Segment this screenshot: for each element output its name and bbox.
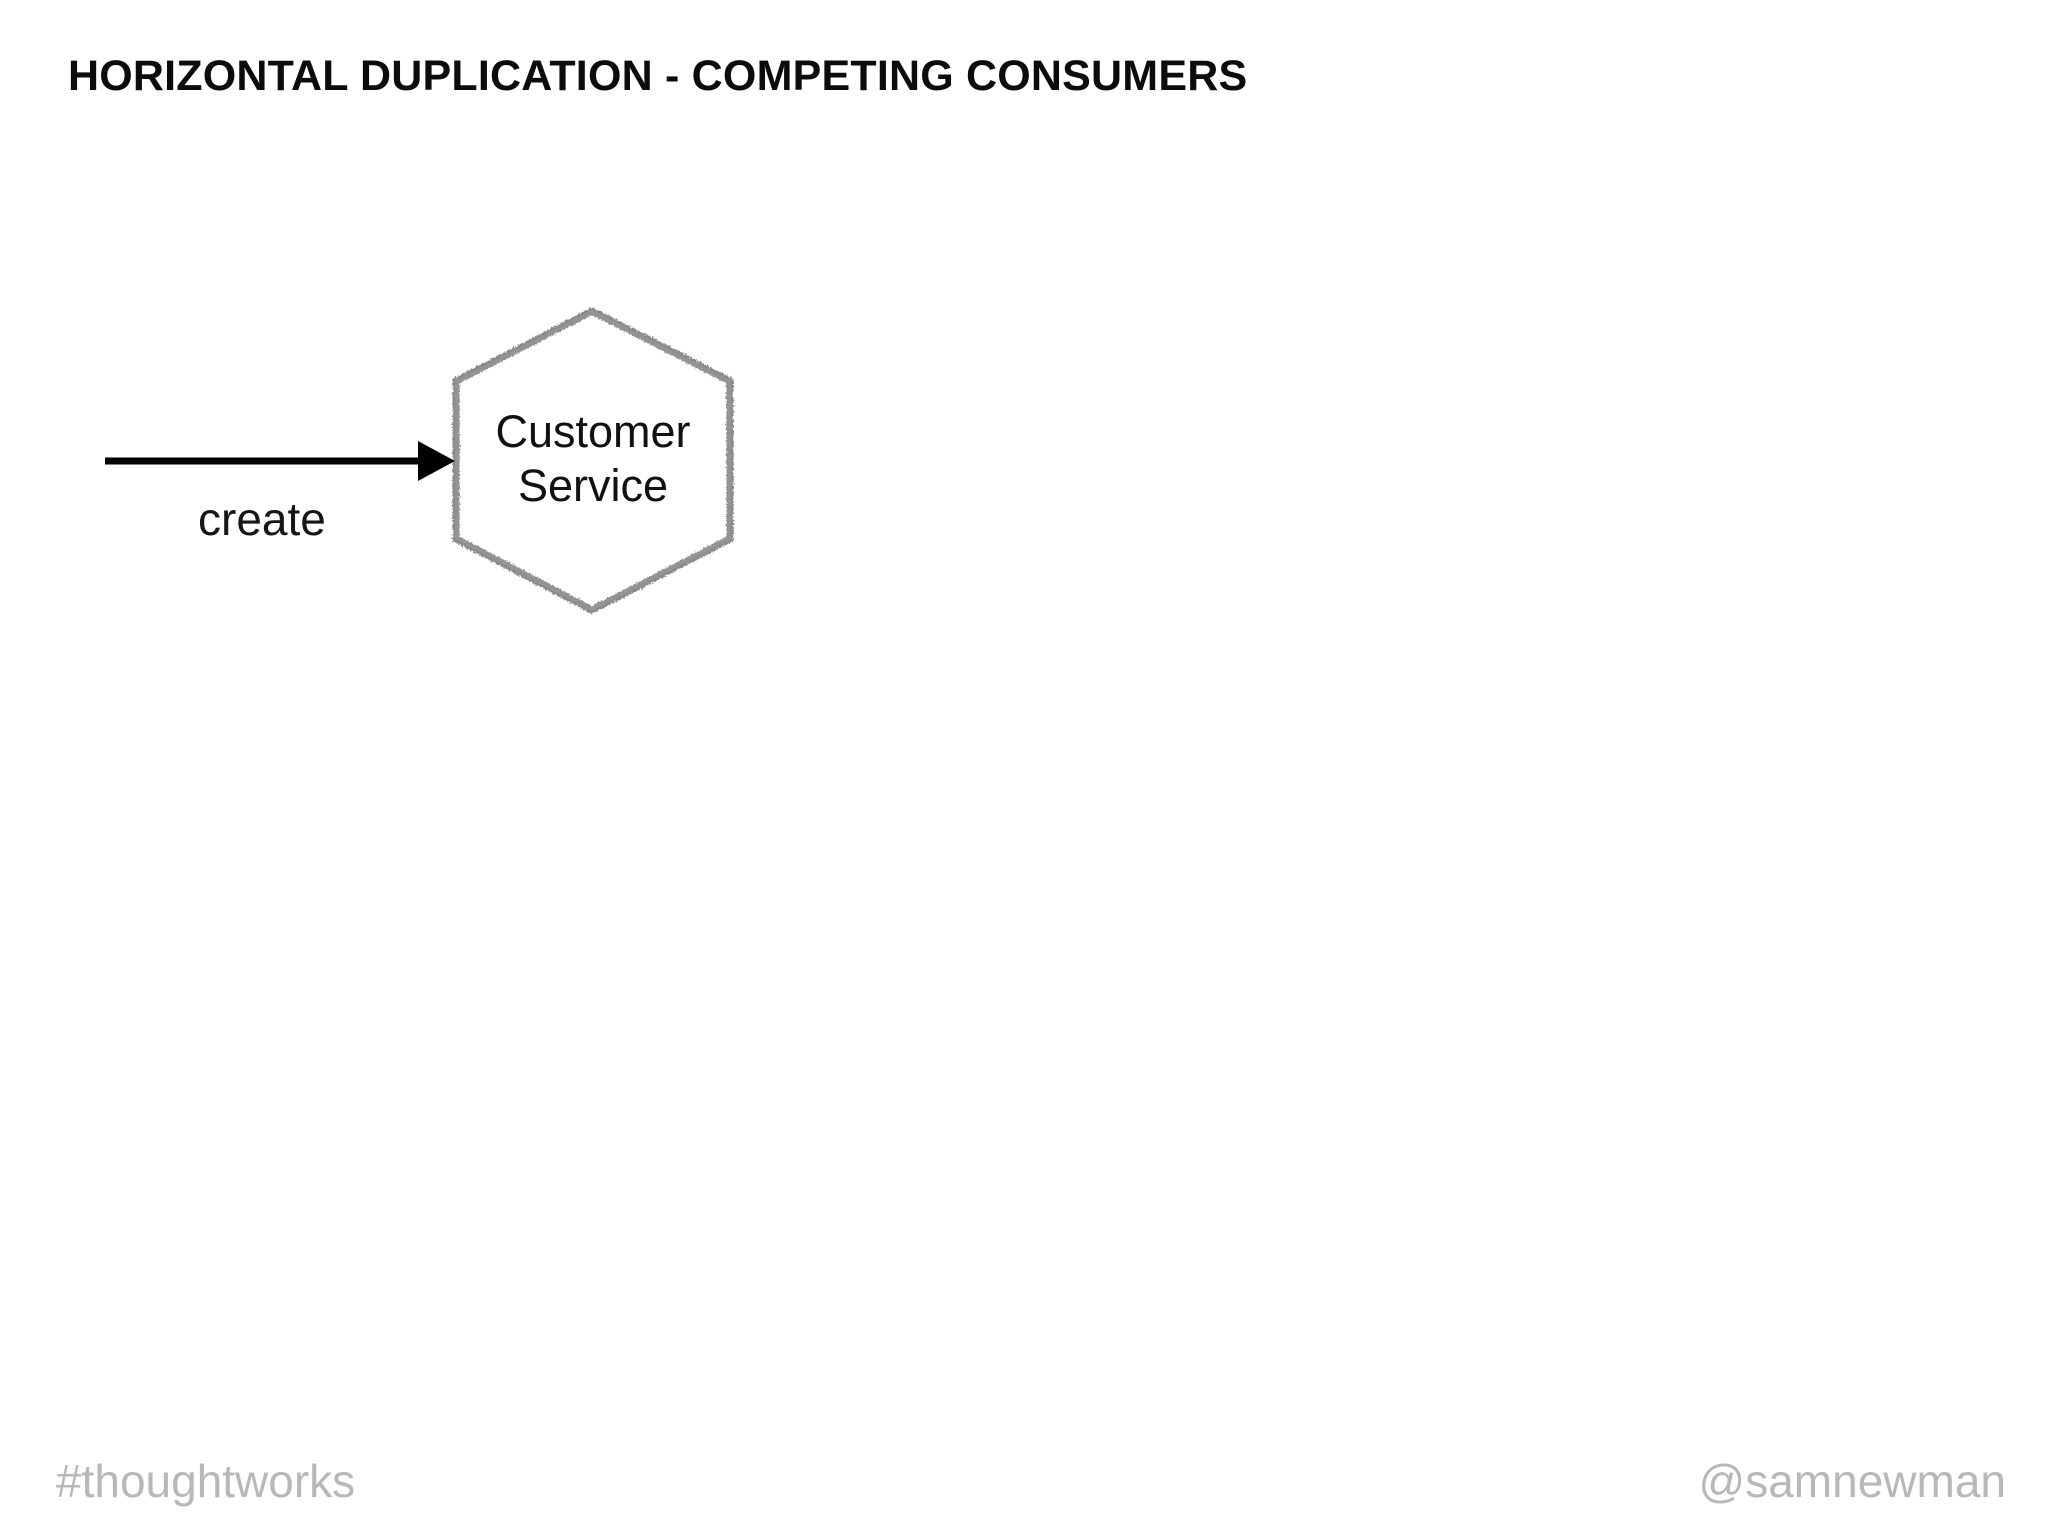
edge-create[interactable]	[105, 441, 455, 481]
page-title: HORIZONTAL DUPLICATION - COMPETING CONSU…	[68, 52, 1248, 100]
node-label-line-1: Customer	[495, 406, 691, 457]
node-customer-service[interactable]	[452, 307, 734, 614]
hexagon-fill	[456, 311, 730, 610]
node-label-customer-service: Customer Service	[455, 405, 731, 513]
hexagon-outline-overlay	[455, 309, 731, 612]
footer-handle: @samnewman	[1698, 1455, 2006, 1507]
footer-hashtag: #thoughtworks	[56, 1455, 356, 1507]
arrow-head-icon	[418, 441, 455, 481]
node-label-line-2: Service	[517, 460, 669, 511]
edge-label-create: create	[198, 493, 326, 545]
